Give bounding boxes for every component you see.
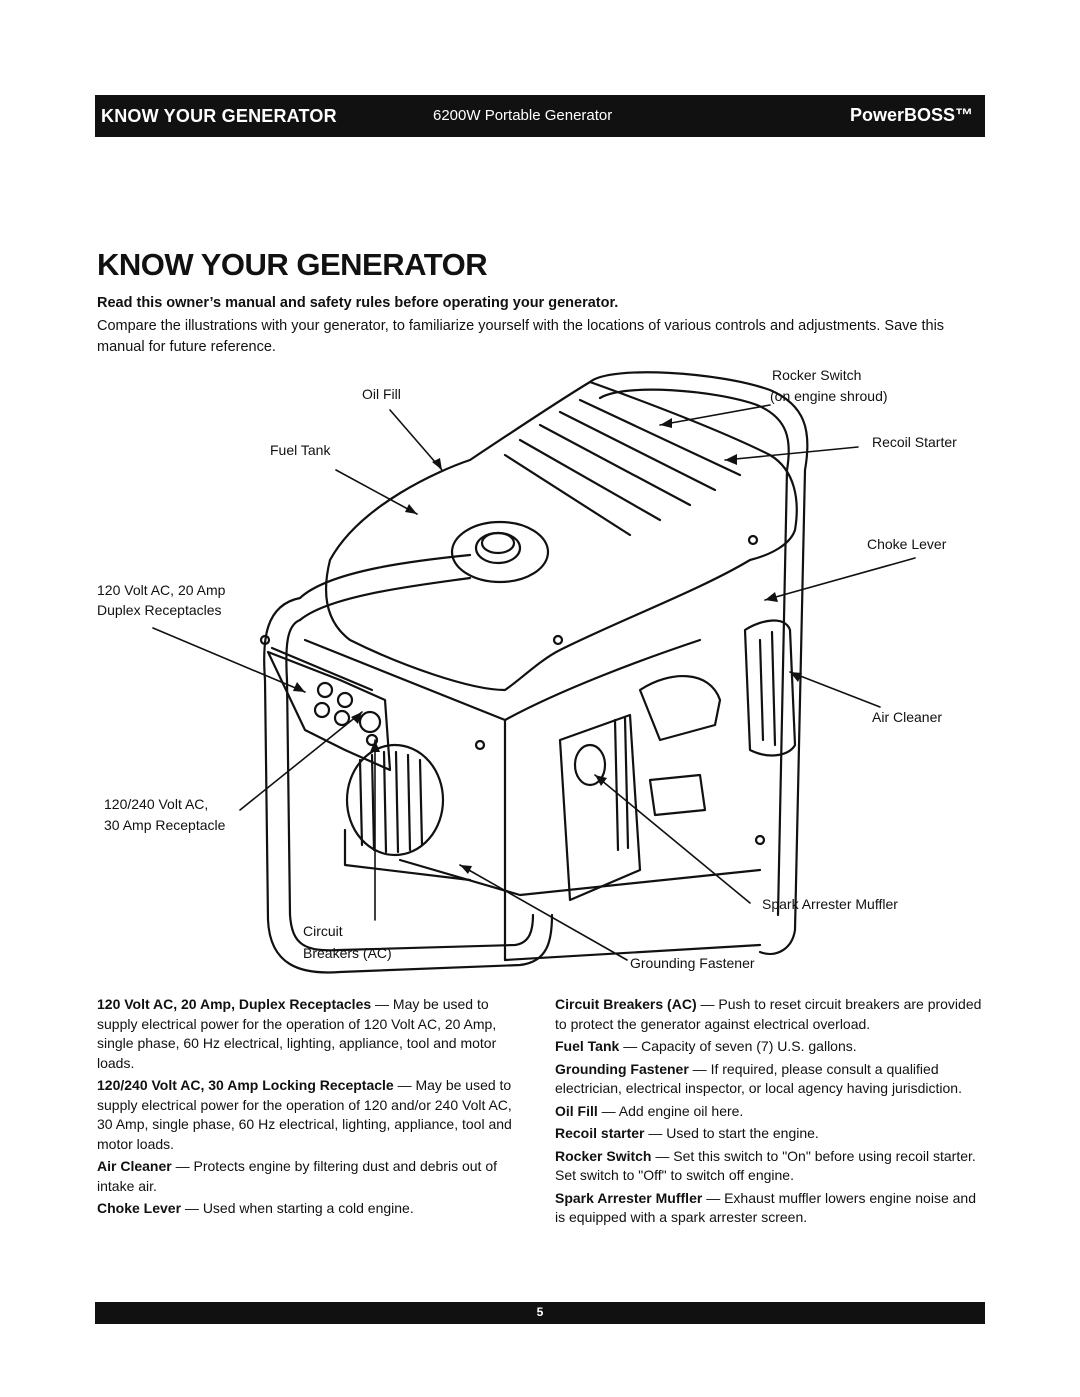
label-oil-fill: Oil Fill [362, 386, 401, 402]
label-grounding-fastener: Grounding Fastener [630, 955, 755, 971]
desc-circuit-breakers: Circuit Breakers (AC) — Push to reset ci… [555, 996, 982, 1032]
label-recoil-starter: Recoil Starter [872, 434, 957, 450]
left-description-column: 120 Volt AC, 20 Amp, Duplex Receptacles … [97, 995, 525, 1222]
outlet-panel [266, 650, 392, 772]
label-fuel-tank: Fuel Tank [270, 442, 331, 458]
label-circuit-breakers: Circuit [303, 923, 343, 939]
header-bar: KNOW YOUR GENERATOR 6200W Portable Gener… [95, 95, 985, 137]
footer-bar: 5 [95, 1302, 985, 1324]
control-panel-box [303, 638, 507, 962]
base [398, 858, 762, 897]
header-section-title: KNOW YOUR GENERATOR [101, 106, 337, 126]
air-cleaner [743, 619, 797, 757]
label-duplex-receptacles: 120 Volt AC, 20 Amp [97, 582, 226, 598]
desc-fuel-tank: Fuel Tank — Capacity of seven (7) U.S. g… [555, 1038, 857, 1054]
desc-air-cleaner: Air Cleaner — Protects engine by filteri… [97, 1158, 497, 1194]
desc-grounding: Grounding Fastener — If required, please… [555, 1060, 962, 1097]
frame-front-inner [285, 618, 535, 952]
desc-spark-arrester: Spark Arrester Muffler — Exhaust muffler… [555, 1189, 976, 1226]
page-number: 5 [536, 1305, 544, 1319]
label-30amp-receptacle: 120/240 Volt AC, [104, 796, 209, 812]
header-brand: PowerBOSS™ [849, 105, 973, 125]
frame-front [263, 596, 554, 974]
header-product-name: 6200W Portable Generator [433, 107, 613, 124]
desc-30amp: 120/240 Volt AC, 30 Amp Locking Receptac… [97, 1077, 512, 1152]
label-30amp-receptacle-2: 30 Amp Receptacle [104, 817, 226, 833]
alternator [345, 743, 445, 857]
header-section-block: KNOW YOUR GENERATOR [95, 95, 425, 137]
label-circuit-breakers-2: Breakers (AC) [303, 945, 392, 961]
frame-back-inner [598, 388, 790, 917]
page-title: KNOW YOUR GENERATOR [97, 247, 488, 282]
intro-bold: Read this owner’s manual and safety rule… [97, 295, 619, 311]
desc-oil-fill: Oil Fill — Add engine oil here. [555, 1102, 744, 1119]
label-rocker-switch: Rocker Switch [772, 367, 862, 383]
right-description-column: Circuit Breakers (AC) — Push to reset ci… [555, 995, 985, 1231]
label-spark-arrester: Spark Arrester Muffler [762, 896, 898, 912]
desc-choke-lever: Choke Lever — Used when starting a cold … [97, 1200, 414, 1216]
label-duplex-receptacles-2: Duplex Receptacles [97, 602, 222, 618]
intro-text: Compare the illustrations with your gene… [97, 318, 945, 355]
fuel-tank [325, 380, 798, 692]
label-air-cleaner: Air Cleaner [872, 709, 943, 725]
frame-top-front-inner [298, 576, 472, 622]
label-rocker-switch-location: (on engine shroud) [770, 388, 888, 404]
fuel-cap [450, 520, 550, 584]
desc-rocker-switch: Rocker Switch — Set this switch to "On" … [555, 1147, 976, 1184]
label-choke-lever: Choke Lever [867, 536, 947, 552]
desc-recoil-starter: Recoil starter — Used to start the engin… [555, 1125, 819, 1141]
frame-back [588, 371, 809, 956]
frame-top-front [298, 553, 472, 600]
desc-duplex: 120 Volt AC, 20 Amp, Duplex Receptacles … [97, 996, 497, 1071]
muffler [558, 713, 642, 902]
